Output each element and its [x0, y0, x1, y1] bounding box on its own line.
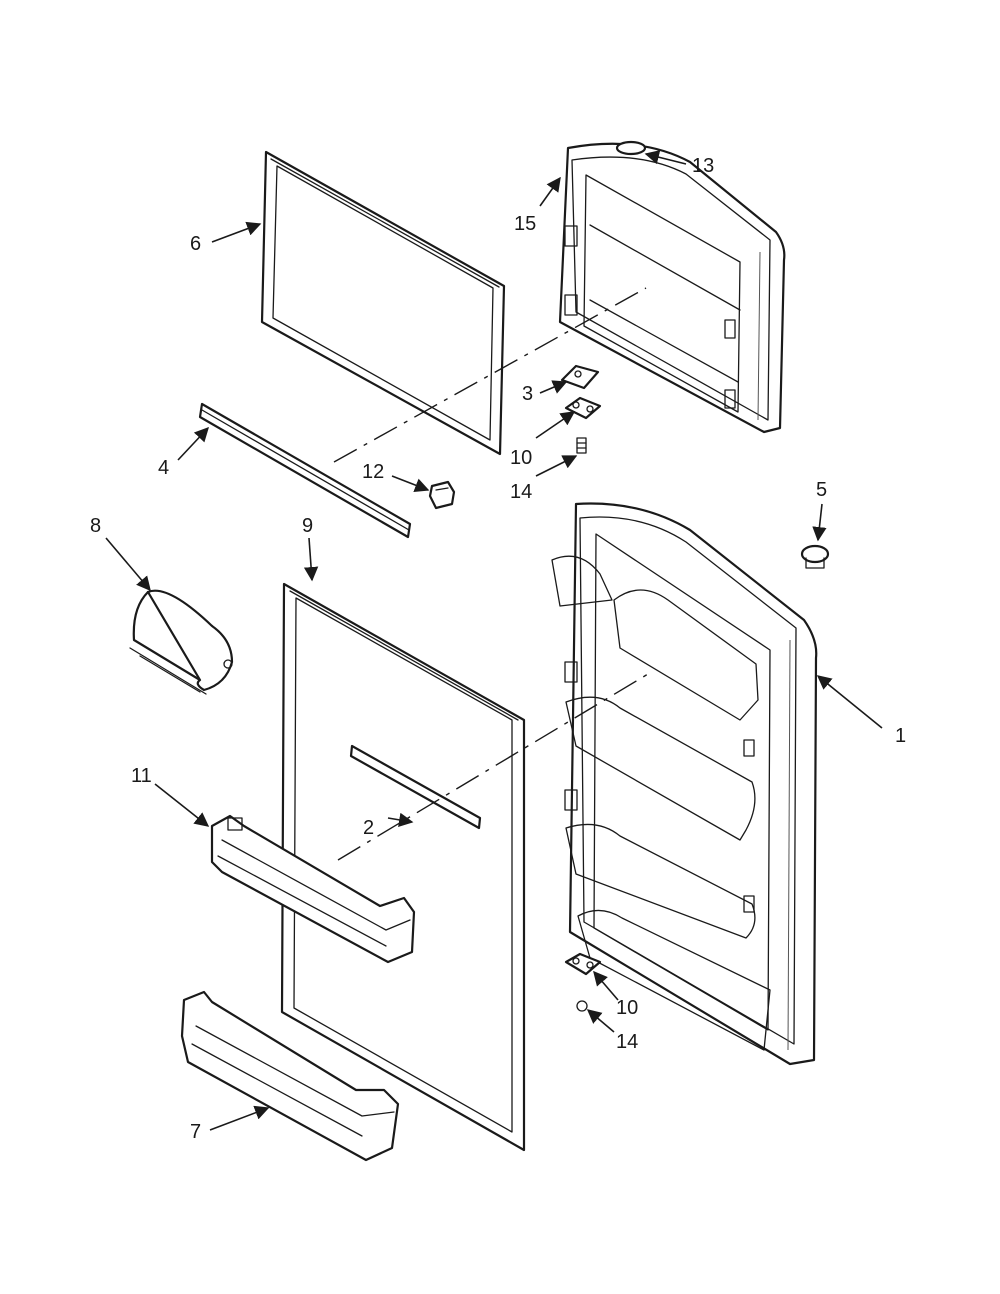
door-trim — [349, 744, 482, 830]
fresh-food-door — [551, 502, 818, 1066]
screw-upper — [576, 437, 587, 454]
door-trim-strip — [198, 402, 412, 539]
hinge-spacer-lower — [564, 952, 602, 976]
callout-6: 6 — [190, 233, 201, 255]
callout-3: 3 — [522, 383, 533, 405]
callout-1: 1 — [895, 725, 906, 747]
freezer-door-gasket — [260, 150, 506, 456]
callout-labels: 1 2 3 4 5 6 7 8 9 10 10 11 12 13 14 14 1… — [90, 155, 906, 1143]
callout-9: 9 — [302, 515, 313, 537]
door-stop-clip — [428, 480, 456, 510]
alignment-lines — [333, 287, 649, 861]
hinge-spacer-upper — [564, 396, 602, 420]
button-plug — [615, 140, 647, 156]
leader-lines — [105, 150, 883, 1131]
hinge-bracket-upper — [560, 364, 600, 390]
washer-lower — [576, 1000, 588, 1012]
callout-11: 11 — [131, 765, 152, 787]
door-plug — [800, 544, 830, 569]
callout-2: 2 — [363, 817, 374, 839]
fresh-food-door-gasket — [280, 582, 526, 1152]
freezer-door — [558, 142, 786, 434]
door-shelf-bin — [210, 814, 416, 964]
callout-7: 7 — [190, 1121, 201, 1143]
door-shelf-bin-lower — [180, 990, 400, 1162]
callout-10-upper: 10 — [510, 447, 532, 469]
callout-14-upper: 14 — [510, 481, 532, 503]
callout-5: 5 — [816, 479, 827, 501]
callout-8: 8 — [90, 515, 101, 537]
butter-compartment — [129, 589, 234, 695]
callout-4: 4 — [158, 457, 169, 479]
callout-13: 13 — [692, 155, 714, 177]
callout-10-lower: 10 — [616, 997, 638, 1019]
callout-15: 15 — [514, 213, 536, 235]
callout-14-lower: 14 — [616, 1031, 638, 1053]
callout-12: 12 — [362, 461, 384, 483]
